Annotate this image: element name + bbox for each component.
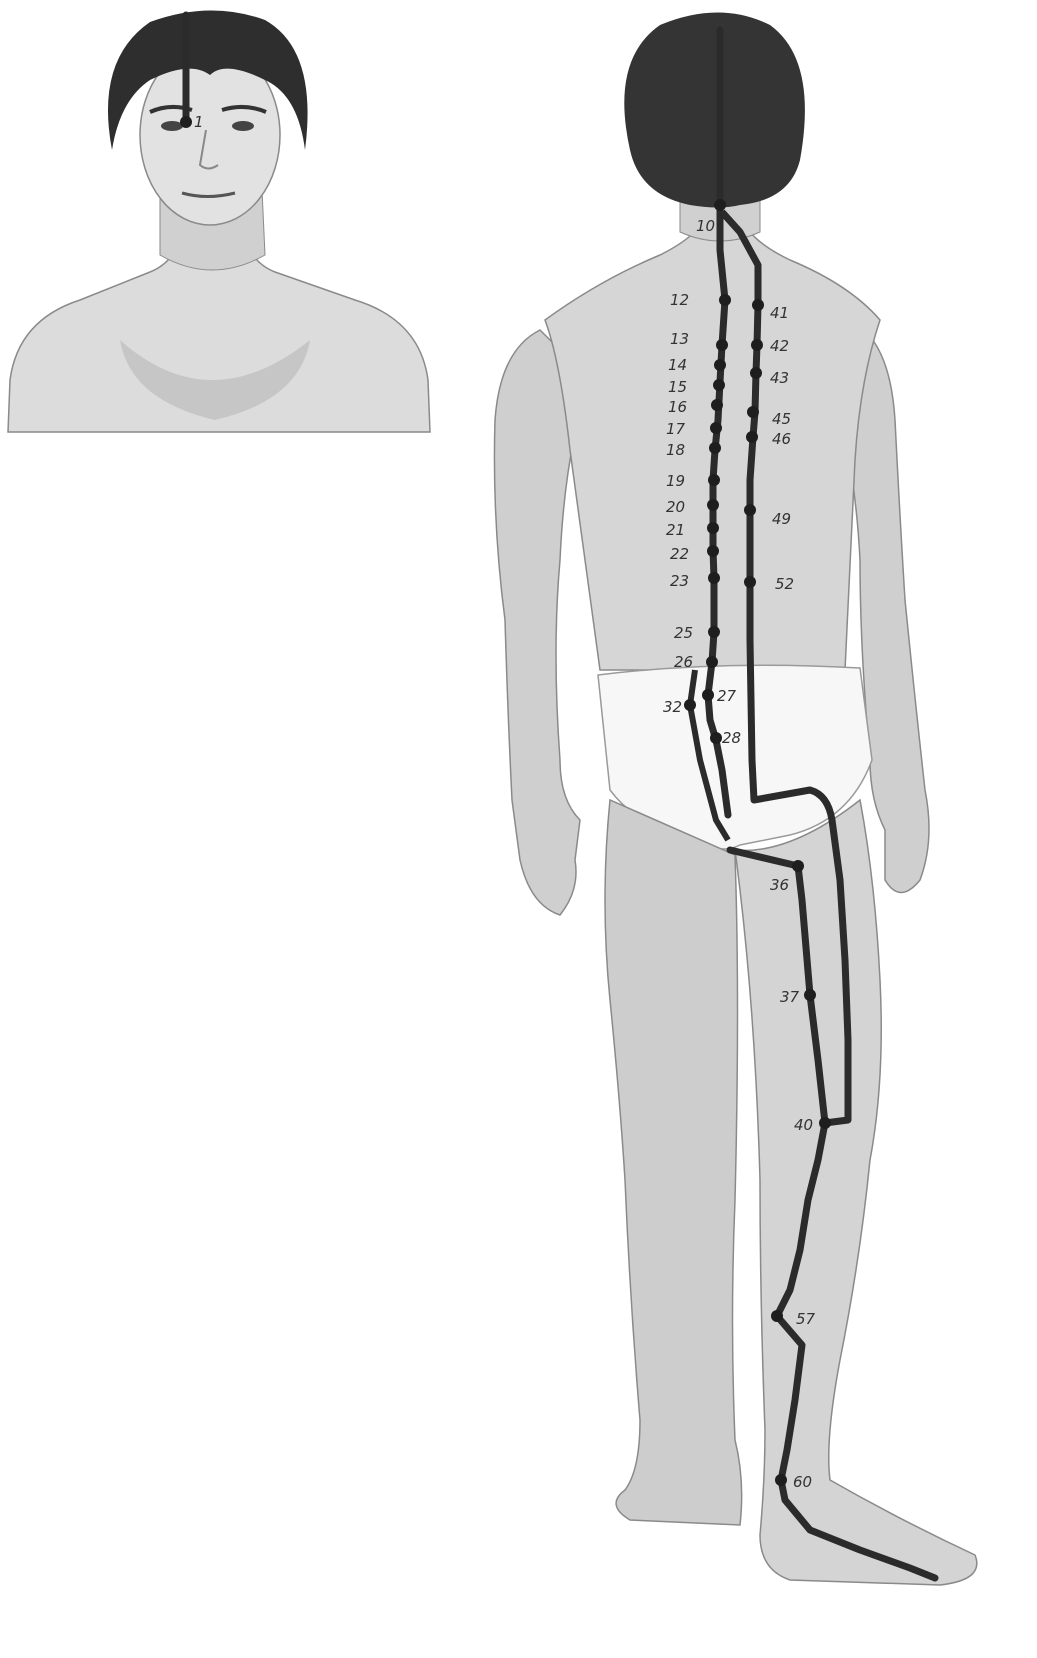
point-label-28: 28	[722, 729, 741, 747]
point-marker-14	[714, 359, 726, 371]
point-marker-46	[746, 431, 758, 443]
point-label-23: 23	[670, 572, 689, 590]
point-label-43: 43	[770, 369, 789, 387]
point-marker-45	[747, 406, 759, 418]
point-marker-16	[711, 399, 723, 411]
point-marker-1	[180, 116, 192, 128]
point-label-36: 36	[770, 876, 789, 894]
point-label-15: 15	[668, 378, 687, 396]
point-label-22: 22	[670, 545, 689, 563]
point-label-25: 25	[674, 624, 693, 642]
front-portrait: 1	[8, 10, 430, 432]
point-marker-12	[719, 294, 731, 306]
point-marker-52	[744, 576, 756, 588]
point-marker-32	[684, 699, 696, 711]
point-label-14: 14	[668, 356, 687, 374]
point-label-13: 13	[670, 330, 689, 348]
point-label-46: 46	[772, 430, 791, 448]
point-marker-42	[751, 339, 763, 351]
point-label-42: 42	[770, 337, 789, 355]
point-label-27: 27	[717, 687, 737, 705]
point-marker-20	[707, 499, 719, 511]
point-marker-41	[752, 299, 764, 311]
point-label-49: 49	[772, 510, 791, 528]
point-label-1: 1	[194, 113, 204, 131]
point-marker-28	[710, 732, 722, 744]
back-leg-right	[735, 800, 977, 1585]
front-eye-left	[161, 121, 183, 131]
point-marker-57	[771, 1310, 783, 1322]
point-label-21: 21	[666, 521, 685, 539]
point-marker-60	[775, 1474, 787, 1486]
point-marker-23	[708, 572, 720, 584]
point-label-20: 20	[666, 498, 685, 516]
point-label-60: 60	[793, 1473, 812, 1491]
point-label-41: 41	[770, 304, 789, 322]
point-label-45: 45	[772, 410, 791, 428]
back-full-body: 10 12 13 14 15 16 17 18 19 20 21 22 23 2…	[494, 13, 976, 1586]
point-label-32: 32	[663, 698, 682, 716]
point-marker-36	[792, 860, 804, 872]
point-label-17: 17	[666, 420, 686, 438]
point-marker-40	[819, 1117, 831, 1129]
point-marker-17	[710, 422, 722, 434]
point-marker-15	[713, 379, 725, 391]
point-marker-37	[804, 989, 816, 1001]
point-marker-18	[709, 442, 721, 454]
point-label-57: 57	[796, 1310, 816, 1328]
point-marker-43	[750, 367, 762, 379]
point-marker-22	[707, 545, 719, 557]
point-label-18: 18	[666, 441, 685, 459]
front-eye-right	[232, 121, 254, 131]
back-head-hair	[624, 13, 805, 208]
point-label-52: 52	[775, 575, 794, 593]
point-label-10: 10	[696, 217, 715, 235]
point-marker-49	[744, 504, 756, 516]
point-marker-25	[708, 626, 720, 638]
back-leg-left	[605, 800, 742, 1525]
point-marker-13	[716, 339, 728, 351]
point-label-16: 16	[668, 398, 687, 416]
point-label-37: 37	[780, 988, 800, 1006]
point-marker-21	[707, 522, 719, 534]
point-marker-19	[708, 474, 720, 486]
point-label-26: 26	[674, 653, 693, 671]
point-label-12: 12	[670, 291, 689, 309]
point-marker-26	[706, 656, 718, 668]
point-marker-10	[714, 199, 726, 211]
point-label-40: 40	[794, 1116, 813, 1134]
point-marker-27	[702, 689, 714, 701]
point-label-19: 19	[666, 472, 685, 490]
